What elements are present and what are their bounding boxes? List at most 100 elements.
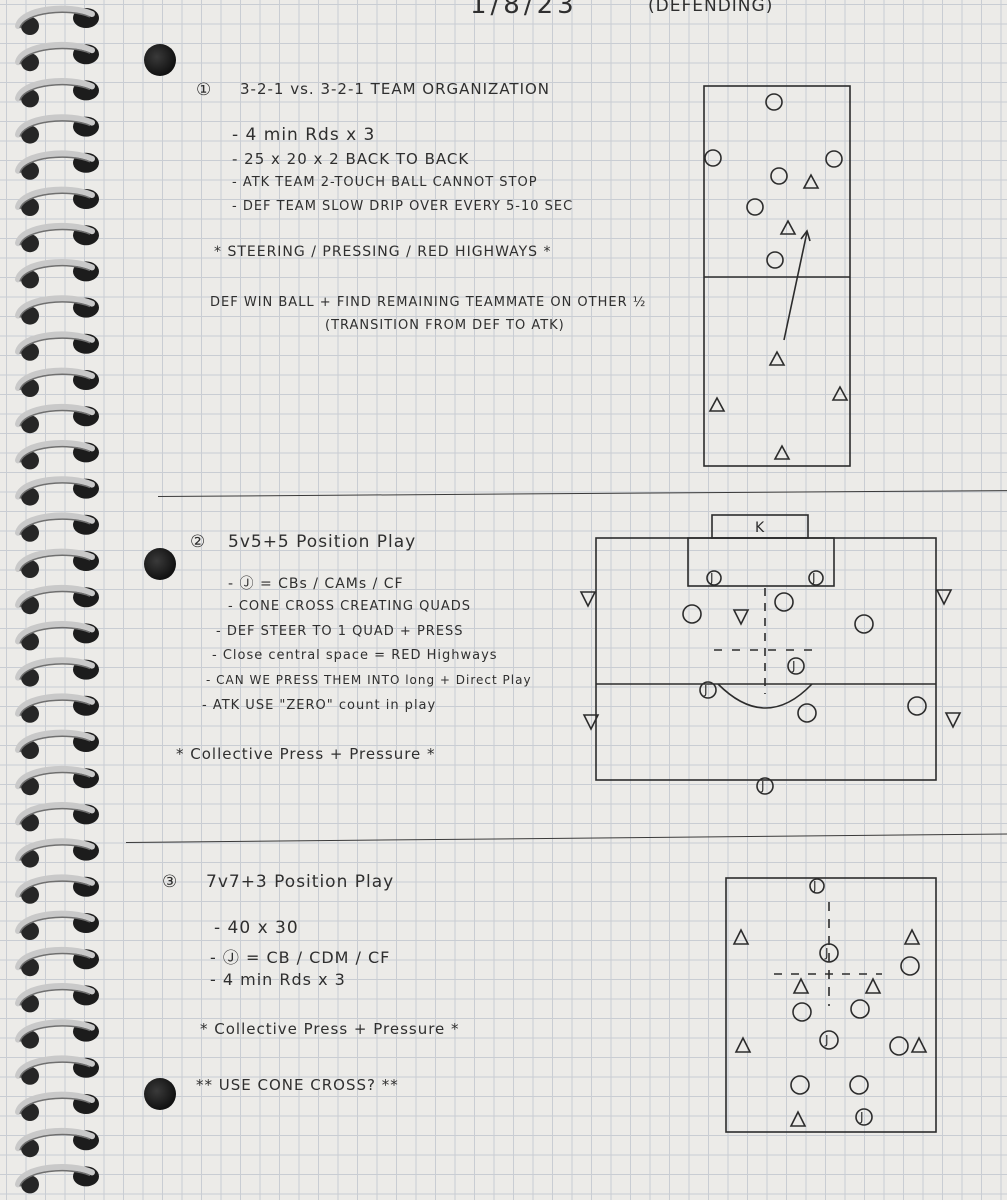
spiral-coil — [15, 512, 99, 542]
spiral-coil — [15, 983, 99, 1013]
team-circle — [854, 614, 874, 634]
team-circle — [790, 1075, 810, 1095]
defender-triangle — [708, 396, 726, 412]
spiral-coil — [15, 838, 99, 868]
section3-emphasis: * Collective Press + Pressure * — [200, 1020, 460, 1038]
section3-line-3: - 4 min Rds x 3 — [210, 970, 346, 989]
opponent-triangle — [944, 712, 962, 729]
goalkeeper-label: K — [755, 520, 765, 536]
spiral-coil — [15, 476, 99, 506]
spiral-binding — [15, 5, 99, 1194]
spiral-coil — [15, 295, 99, 325]
spiral-coil — [15, 584, 99, 615]
spiral-coil — [15, 41, 99, 72]
joker-label: J — [812, 879, 817, 893]
page-topic: (DEFENDING) — [648, 0, 774, 16]
team-circle — [850, 999, 870, 1019]
attacker-circle — [746, 198, 764, 216]
spiral-coil — [15, 1091, 99, 1121]
joker-label: J — [859, 1110, 864, 1124]
opponent-triangle — [792, 977, 810, 994]
section2-emphasis: * Collective Press + Pressure * — [176, 745, 436, 763]
spiral-coil — [15, 693, 99, 723]
spiral-coil — [15, 910, 99, 940]
team-circle — [900, 956, 920, 976]
joker-circle — [756, 777, 774, 795]
section2-line-4: - Close central space = RED Highways — [212, 648, 498, 663]
punch-hole-bottom — [144, 1078, 176, 1110]
joker-label: J — [709, 571, 714, 585]
spiral-coil — [15, 222, 99, 253]
spiral-coil — [15, 874, 99, 904]
section2-field-diagram: K J J J J J — [579, 514, 962, 795]
opponent-triangle — [935, 589, 953, 606]
spiral-coil — [15, 548, 99, 578]
section1-number: ① — [196, 80, 213, 100]
attacker-circle — [825, 150, 843, 168]
spiral-coil — [15, 1127, 99, 1158]
spiral-coil — [15, 78, 99, 108]
section1-note-2: (TRANSITION FROM DEF TO ATK) — [325, 318, 565, 333]
joker-circle — [855, 1108, 873, 1126]
section3-line-1: - 40 x 30 — [214, 918, 299, 938]
section3-question: ** USE CONE CROSS? ** — [196, 1076, 399, 1094]
spiral-coil — [15, 946, 99, 977]
punch-hole-middle — [144, 548, 176, 580]
field-outline — [725, 877, 937, 1133]
opponent-triangle — [579, 591, 597, 608]
section1-line-3: - ATK TEAM 2-TOUCH BALL CANNOT STOP — [232, 175, 538, 190]
defender-triangle — [802, 173, 820, 189]
section2-line-6: - ATK USE "ZERO" count in play — [202, 698, 437, 713]
spiral-coil — [15, 403, 99, 434]
section-divider-1 — [157, 490, 1007, 497]
section1-line-2: - 25 x 20 x 2 BACK TO BACK — [232, 150, 470, 168]
joker-circle — [706, 570, 722, 586]
attacker-circle — [765, 93, 783, 111]
joker-label: J — [703, 683, 708, 697]
joker-label: J — [791, 659, 796, 673]
section1-line-1: - 4 min Rds x 3 — [232, 125, 376, 145]
spiral-coil — [15, 621, 99, 651]
section2-line-5: - CAN WE PRESS THEM INTO long + Direct P… — [206, 673, 532, 687]
joker-circle — [699, 681, 717, 699]
section1-line-4: - DEF TEAM SLOW DRIP OVER EVERY 5-10 SEC — [232, 199, 574, 214]
team-circle — [774, 592, 794, 612]
spiral-coil — [15, 657, 99, 687]
section3-number: ③ — [162, 872, 179, 892]
defender-triangle — [773, 444, 791, 460]
spiral-coil — [15, 765, 99, 796]
penalty-area — [687, 537, 835, 587]
section-divider-2 — [125, 833, 1007, 843]
joker-circle — [809, 878, 825, 894]
pass-arrow — [783, 231, 808, 341]
defender-triangle — [831, 385, 849, 401]
opponent-triangle — [734, 1036, 752, 1053]
joker-circle — [787, 657, 805, 675]
spiral-coil — [15, 729, 99, 759]
spiral-coil — [15, 1019, 99, 1049]
team-circle — [889, 1036, 909, 1056]
joker-label: J — [824, 946, 829, 960]
section3-line-2: - Ⓙ = CB / CDM / CF — [210, 948, 391, 967]
spiral-coil — [15, 1164, 99, 1194]
opponent-triangle — [910, 1036, 928, 1053]
joker-label: J — [760, 779, 765, 793]
defender-triangle — [768, 350, 786, 366]
opponent-triangle — [732, 928, 750, 945]
opponent-triangle — [582, 714, 600, 731]
joker-label: J — [811, 571, 816, 585]
field-outline — [595, 537, 937, 781]
section1-title: 3-2-1 vs. 3-2-1 TEAM ORGANIZATION — [240, 80, 551, 98]
section1-emphasis: * STEERING / PRESSING / RED HIGHWAYS * — [214, 244, 552, 260]
spiral-coil — [15, 259, 99, 289]
team-circle — [682, 604, 702, 624]
team-circle — [797, 703, 817, 723]
section2-title: 5v5+5 Position Play — [228, 532, 417, 552]
spiral-coil — [15, 802, 99, 832]
section1-note-1: DEF WIN BALL + FIND REMAINING TEAMMATE O… — [210, 295, 647, 310]
section2-line-2: - CONE CROSS CREATING QUADS — [228, 599, 471, 614]
spiral-coil — [15, 440, 99, 470]
opponent-triangle — [903, 928, 921, 945]
section2-line-3: - DEF STEER TO 1 QUAD + PRESS — [216, 624, 464, 639]
